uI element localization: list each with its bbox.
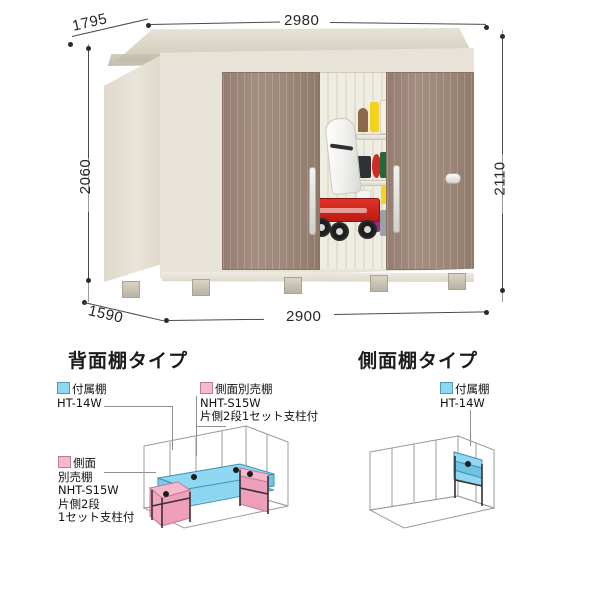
dimension-line-roof-width <box>149 21 280 25</box>
dimension-endpoint <box>146 23 151 28</box>
interior-item <box>357 156 371 178</box>
interior-item <box>380 210 391 236</box>
interior-item <box>372 154 381 178</box>
side-shelf-diagram <box>368 435 496 529</box>
interior-item <box>381 186 390 204</box>
label-line: 片側2段1セット支柱付 <box>200 409 319 423</box>
label-line: HT-14W <box>440 395 485 410</box>
label-line: 付属棚 <box>455 382 490 396</box>
label-line: 側面 <box>73 456 96 470</box>
dimension-endpoint <box>484 25 489 30</box>
dimension-line-base-width-2 <box>333 311 486 315</box>
dimension-line-body-height-2 <box>88 212 89 282</box>
wagon-wheel <box>330 222 349 241</box>
shelf-type-section: 背面棚タイプ 付属棚 HT-14W 側面別売棚 NHT-S15W 片側2段1セッ… <box>0 338 600 600</box>
label-line: NHT-S15W <box>200 395 261 410</box>
swatch-cyan-icon <box>440 382 453 394</box>
label-side-optional-shelf-right: 側面別売棚 NHT-S15W 片側2段1セット支柱付 <box>200 382 318 424</box>
leader-line <box>104 472 156 473</box>
dimension-line-body-height <box>88 48 89 158</box>
interior-item <box>358 108 368 132</box>
product-photo-section: 1795 2980 2060 2110 <box>0 0 600 338</box>
wagon-decal <box>315 208 367 213</box>
extension-line-right <box>502 30 503 302</box>
interior-item <box>370 102 379 132</box>
swatch-pink-icon <box>200 382 213 394</box>
dimension-roof-width: 2980 <box>284 12 320 29</box>
dimension-line-total-height <box>502 36 503 154</box>
dimension-endpoint <box>68 42 73 47</box>
dimension-endpoint <box>86 46 91 51</box>
extension-line-left <box>88 44 89 302</box>
rear-shelf-diagram <box>142 425 289 529</box>
door-handle-icon[interactable] <box>309 167 316 235</box>
label-accessory-shelf-side: 付属棚 HT-14W <box>440 382 490 410</box>
swatch-cyan-icon <box>57 382 70 394</box>
label-line: 付属棚 <box>72 382 107 396</box>
section-title-rear-shelf: 背面棚タイプ <box>68 350 189 372</box>
dimension-endpoint <box>484 310 489 315</box>
shed-illustration <box>104 28 474 300</box>
shed-leg <box>122 281 140 298</box>
door-lock-icon[interactable] <box>445 173 461 184</box>
label-line: 片側2段 <box>58 496 100 511</box>
label-line: HT-14W <box>57 395 102 410</box>
door-handle-icon[interactable] <box>393 165 400 233</box>
dimension-body-height: 2060 <box>77 158 95 195</box>
shed-side-wall <box>104 54 163 282</box>
label-line: 1セット支柱付 <box>58 510 135 524</box>
label-side-optional-shelf-left: 側面 別売棚 NHT-S15W 片側2段 1セット支柱付 <box>58 456 134 525</box>
label-accessory-shelf-rear: 付属棚 HT-14W <box>57 382 107 410</box>
swatch-pink-icon <box>58 456 71 468</box>
leader-line <box>470 410 471 446</box>
leader-line <box>104 406 172 407</box>
shed-leg <box>192 279 210 296</box>
dimension-base-depth: 1590 <box>86 302 125 327</box>
interior-item <box>380 152 391 178</box>
leader-line <box>196 426 226 427</box>
wagon-wheel <box>358 220 377 239</box>
shed-leg <box>448 273 466 290</box>
dimension-line-roof-width-2 <box>329 22 486 25</box>
dimension-endpoint <box>164 318 169 323</box>
dimension-endpoint <box>500 288 505 293</box>
shed-leg <box>370 275 388 292</box>
dimension-endpoint <box>500 34 505 39</box>
dimension-base-width: 2900 <box>286 308 322 325</box>
interior-golf-bag <box>324 116 362 196</box>
shed-door-left[interactable] <box>222 72 320 270</box>
leader-line <box>172 406 173 450</box>
shed-interior-contents <box>308 72 392 268</box>
shed-door-right[interactable] <box>386 72 474 270</box>
dimension-line-total-height-2 <box>502 214 503 290</box>
shed-leg <box>284 277 302 294</box>
label-line: 側面別売棚 <box>215 382 273 396</box>
section-title-side-shelf: 側面棚タイプ <box>358 350 479 372</box>
dimension-line-base-width <box>167 318 264 321</box>
shed-front-facade <box>160 48 474 278</box>
shed-floor <box>162 272 474 282</box>
label-line: NHT-S15W <box>58 483 119 497</box>
label-line: 別売棚 <box>58 469 93 484</box>
dimension-total-height: 2110 <box>491 161 509 196</box>
dimension-endpoint <box>86 278 91 283</box>
